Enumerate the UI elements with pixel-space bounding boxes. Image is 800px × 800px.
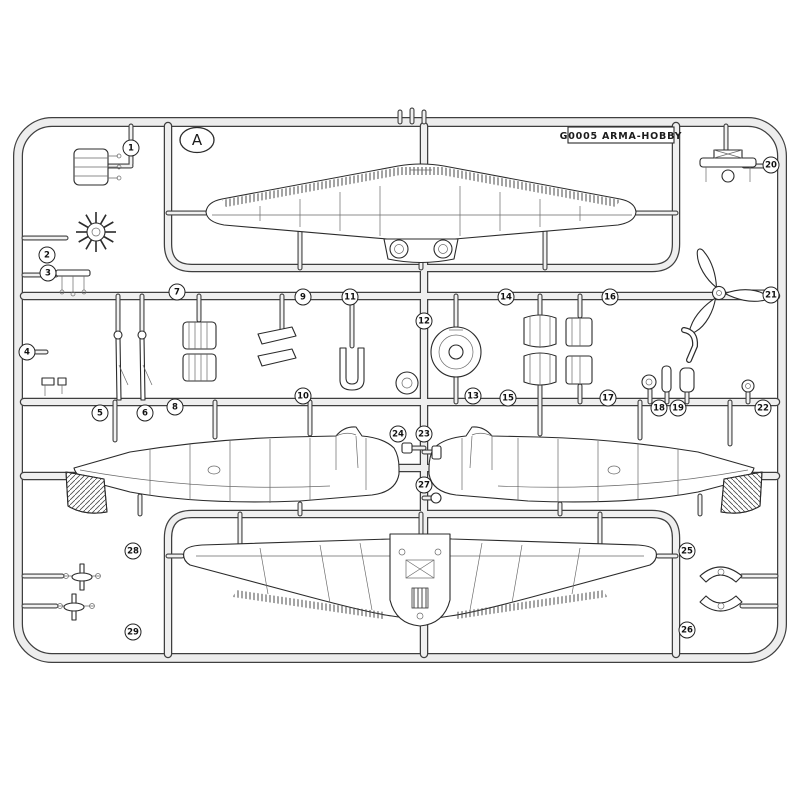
part-seat (339, 347, 365, 391)
part-ring (741, 379, 755, 393)
part-bracket-lower (699, 595, 743, 612)
part-wing-fillets (257, 326, 297, 367)
part-small-fittings (641, 365, 672, 393)
part-tiny-brackets (41, 377, 67, 396)
product-code-box: G0005 ARMA-HOBBY (560, 126, 683, 144)
part-fuselage-left (65, 426, 400, 514)
part-cowling-ring (430, 326, 482, 378)
part-wing-upper (205, 163, 637, 264)
part-gear-legs (113, 330, 153, 401)
part-wheel (395, 371, 419, 395)
part-wing-lower (183, 533, 657, 627)
part-small-center-pieces (401, 442, 442, 504)
part-rack-upper (63, 563, 101, 591)
part-propeller (686, 248, 769, 337)
part-engine-mount (699, 149, 757, 183)
sprue-letter-badge: A (179, 126, 215, 154)
part-radial-engine (76, 212, 116, 252)
part-exhaust (679, 327, 699, 393)
part-cowl-panels (523, 314, 593, 386)
part-rack-lower (57, 593, 95, 621)
part-oil-tank (73, 148, 122, 186)
sprue-letter: A (192, 131, 203, 149)
product-code: G0005 ARMA-HOBBY (560, 131, 683, 142)
part-cowl-flap-panels (182, 321, 217, 382)
part-fuselage-right (428, 426, 763, 514)
part-bracket-upper (699, 566, 743, 583)
